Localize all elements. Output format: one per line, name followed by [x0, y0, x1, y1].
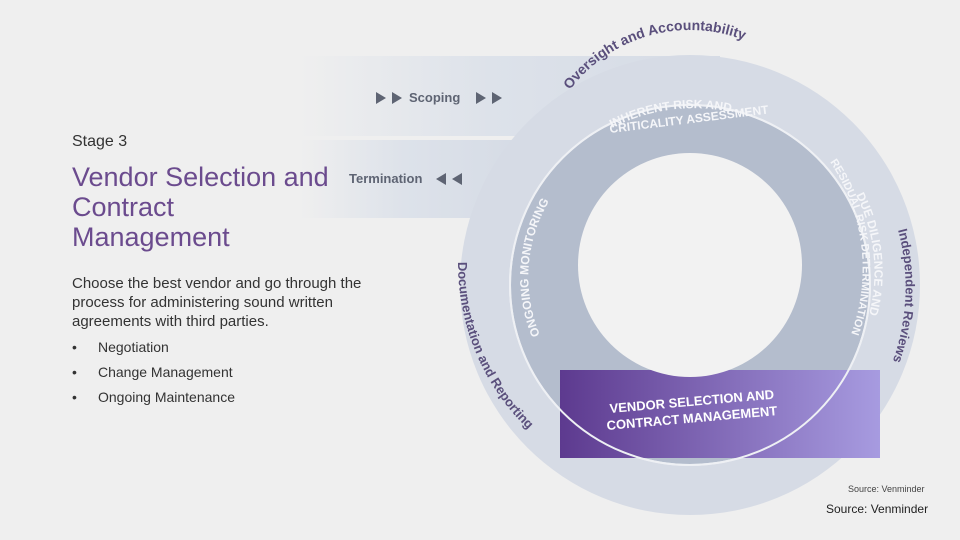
scoping-arrows-right	[476, 92, 502, 104]
slide-title: Vendor Selection and Contract Management	[72, 162, 329, 252]
scoping-arrow-icon	[476, 92, 486, 104]
bullet-text: Negotiation	[98, 339, 169, 355]
stage-label: Stage 3	[72, 133, 128, 150]
bullet-dot: •	[72, 339, 77, 355]
termination-label: Termination	[349, 171, 422, 186]
bullet-dot: •	[72, 389, 77, 405]
slide-source: Source: Venminder	[826, 502, 929, 516]
vendor-selection-segment	[560, 370, 880, 458]
diagram-source-caption: Source: Venminder	[848, 484, 925, 494]
scoping-arrow-icon	[492, 92, 502, 104]
scoping-label: Scoping	[409, 90, 460, 105]
scoping-arrows-left	[376, 92, 402, 104]
bullet-list: • Negotiation • Change Management • Ongoing…	[72, 338, 235, 413]
bullet-dot: •	[72, 364, 77, 380]
bullet-item: • Ongoing Maintenance	[72, 388, 235, 413]
termination-arrow-icon	[452, 173, 462, 185]
center-hole	[578, 153, 802, 377]
slide-description: Choose the best vendor and go through th…	[72, 275, 362, 330]
bullet-text: Change Management	[98, 364, 233, 380]
termination-arrows	[436, 173, 462, 185]
bullet-item: • Negotiation	[72, 338, 235, 363]
inner-ring-overlay	[509, 104, 871, 466]
bullet-item: • Change Management	[72, 363, 235, 388]
termination-arrow-icon	[436, 173, 446, 185]
bullet-text: Ongoing Maintenance	[98, 389, 235, 405]
scoping-arrow-icon	[392, 92, 402, 104]
scoping-arrow-icon	[376, 92, 386, 104]
